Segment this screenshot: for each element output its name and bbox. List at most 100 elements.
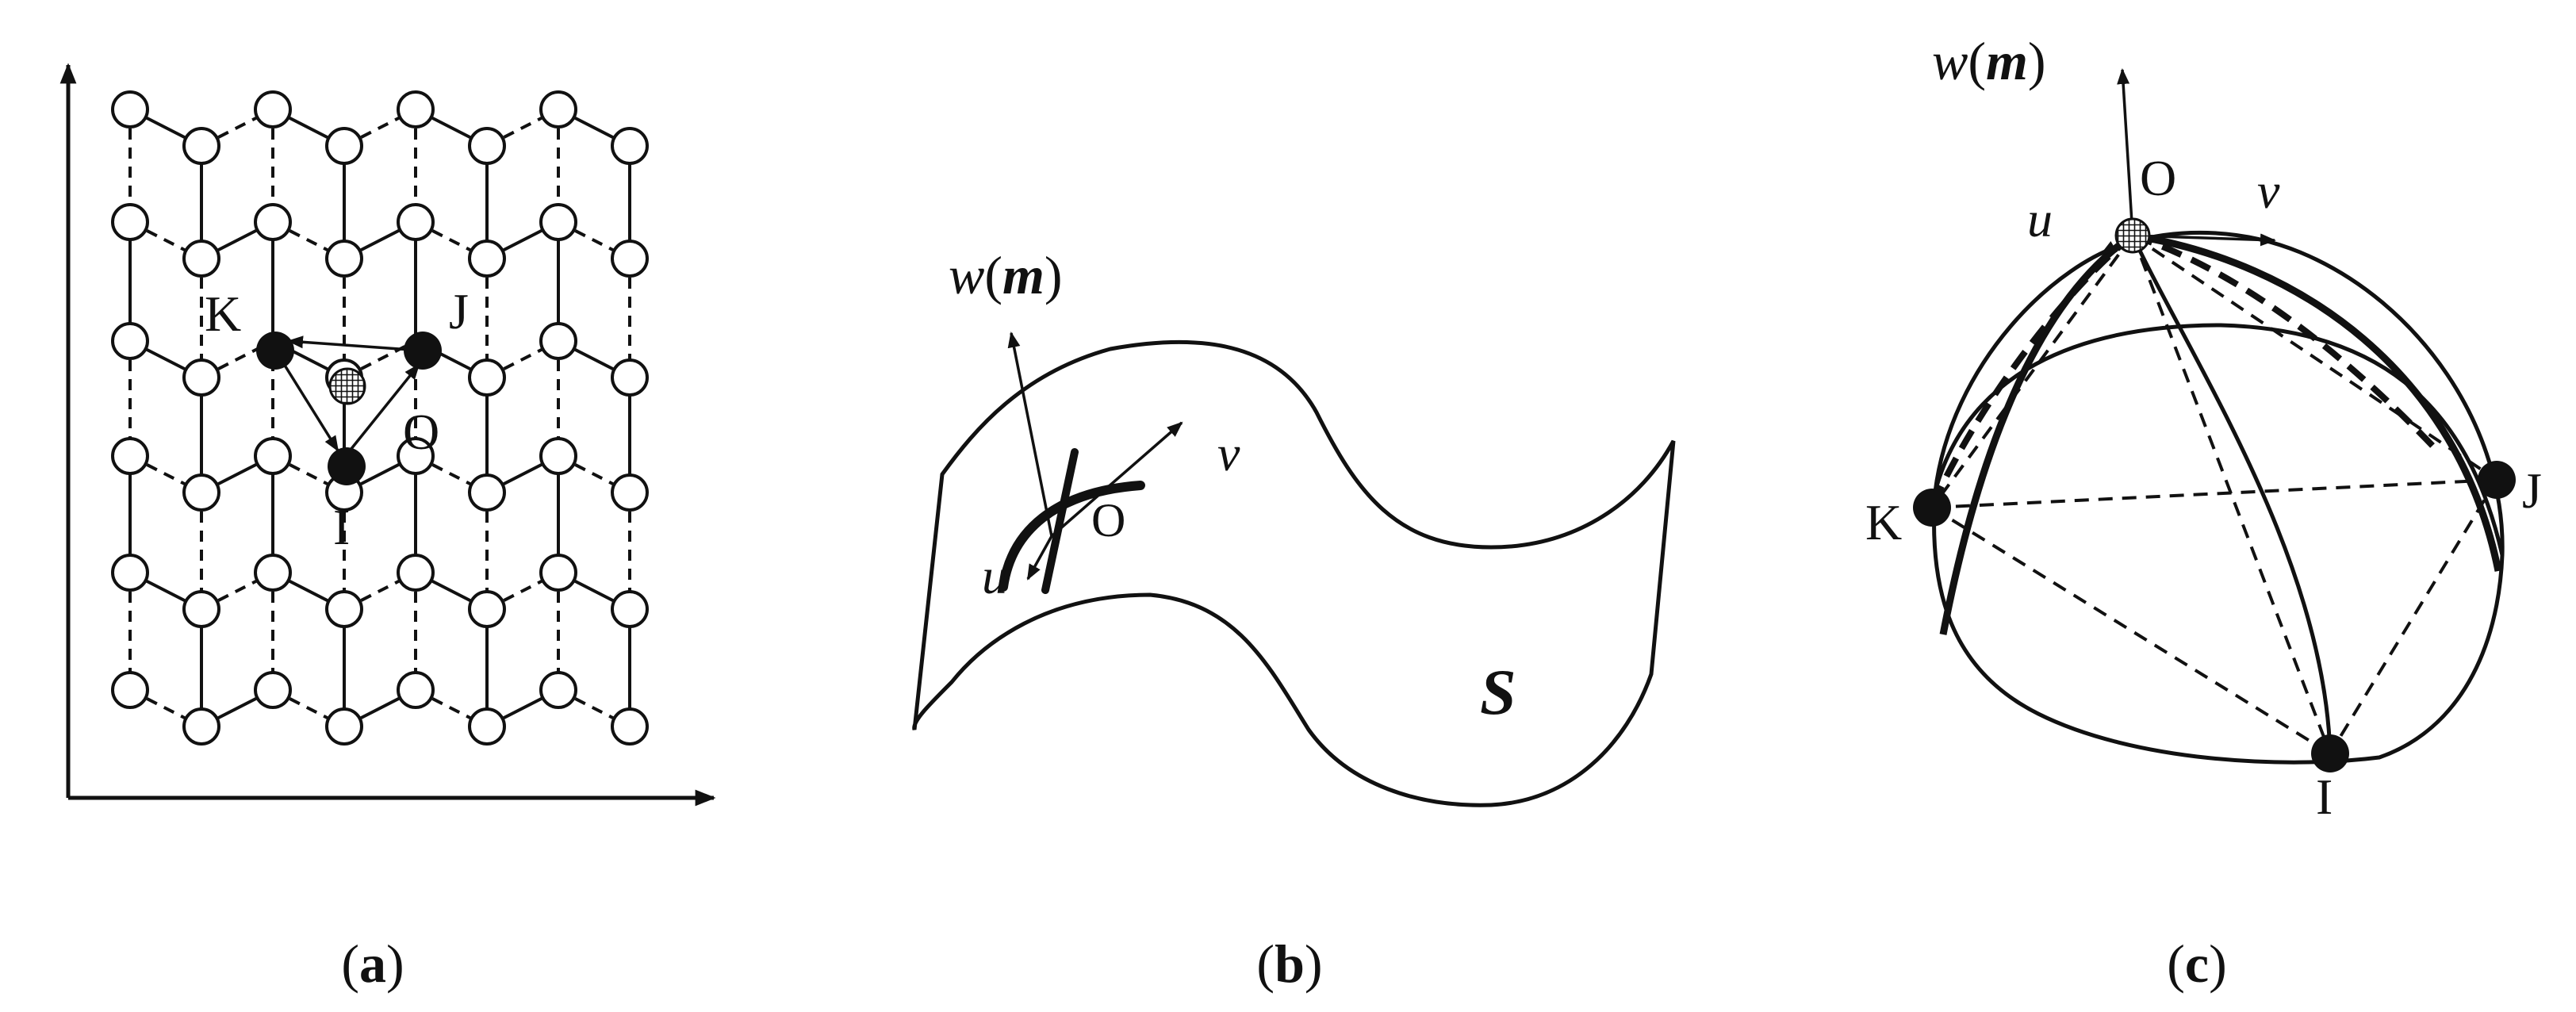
sphere-outline xyxy=(1932,230,2505,765)
lattice-atom xyxy=(254,437,292,475)
lattice-atom xyxy=(611,127,649,165)
lattice-atom xyxy=(111,671,149,709)
u-curve xyxy=(999,481,1145,592)
arc-o-to-k-dashed-bold xyxy=(1932,232,2135,501)
point-j-c-dot xyxy=(2478,461,2516,499)
lattice-atom xyxy=(182,590,220,628)
lattice-atom xyxy=(325,590,363,628)
label-surface-s: S xyxy=(1480,656,1516,728)
caption-b: (b) xyxy=(1256,933,1322,994)
lattice-bonds xyxy=(128,108,631,728)
point-k-dot xyxy=(256,332,294,370)
lattice-atom xyxy=(468,358,506,397)
chord-o-i xyxy=(2131,235,2332,754)
lattice-atom xyxy=(611,590,649,628)
lattice-atom xyxy=(325,707,363,746)
lattice-atom xyxy=(611,358,649,397)
arc-o-to-j-bold xyxy=(2132,232,2502,572)
lattice-atom xyxy=(468,127,506,165)
lattice-atom xyxy=(468,473,506,512)
arc-o-to-j-dashed-bold xyxy=(2131,232,2437,450)
label-o: O xyxy=(403,404,439,460)
point-k-c-dot xyxy=(1913,489,1951,527)
lattice-atom xyxy=(468,590,506,628)
panel-b: w(m) v u O S (b) xyxy=(912,245,1676,994)
lattice-atom xyxy=(254,90,292,128)
lattice-atom xyxy=(111,203,149,241)
lattice-atom xyxy=(397,203,435,241)
label-u-c: u xyxy=(2027,191,2053,247)
lattice-atom xyxy=(325,240,363,278)
vector-k-to-i xyxy=(274,351,339,452)
label-o-b: O xyxy=(1091,494,1125,546)
chord-o-k xyxy=(1930,234,2134,509)
point-i-c-dot xyxy=(2311,734,2349,772)
lattice-atom xyxy=(111,90,149,128)
caption-a: (a) xyxy=(341,933,404,994)
point-o-hatched xyxy=(328,367,366,405)
label-u-b: u xyxy=(982,548,1007,604)
caption-c: (c) xyxy=(2167,933,2227,994)
lattice-bond xyxy=(343,339,416,379)
triangle-kji xyxy=(256,332,442,485)
lattice-atom xyxy=(611,240,649,278)
label-i-c: I xyxy=(2316,769,2333,825)
lattice-atom xyxy=(325,127,363,165)
lattice-atom xyxy=(182,707,220,746)
lattice-atom xyxy=(539,554,577,592)
lattice-atom xyxy=(468,707,506,746)
label-k: K xyxy=(205,286,241,342)
lattice-atom xyxy=(254,554,292,592)
lattice-atom xyxy=(468,240,506,278)
vector-j-to-k xyxy=(287,335,423,352)
label-w-m-c: w(m) xyxy=(1932,31,2046,91)
lattice-atom xyxy=(397,671,435,709)
lattice-atom xyxy=(397,437,435,475)
lattice-atom xyxy=(397,554,435,592)
surface-s-outline xyxy=(912,339,1676,807)
point-o-c-hatched xyxy=(2114,217,2151,254)
lattice-atom xyxy=(182,240,220,278)
lattice-atom xyxy=(111,437,149,475)
panel-a: K J O I (a) xyxy=(59,63,716,994)
lattice-atom xyxy=(111,322,149,360)
point-j-dot xyxy=(404,332,442,370)
lattice-atom xyxy=(539,671,577,709)
lattice-atoms xyxy=(111,90,649,746)
chord-k-j xyxy=(1931,478,2497,509)
lattice-atom xyxy=(254,203,292,241)
label-v-b: v xyxy=(1217,425,1240,481)
lattice-atom xyxy=(611,707,649,746)
tangent-v-arrow xyxy=(1050,421,1183,538)
panel-a-axes xyxy=(59,63,716,807)
lattice-atom xyxy=(539,90,577,128)
arc-o-to-i xyxy=(2130,234,2333,754)
lattice-atom xyxy=(397,90,435,128)
lattice-atom xyxy=(182,358,220,397)
v-curve xyxy=(1041,448,1079,594)
lattice-atom xyxy=(254,671,292,709)
normal-w-arrow xyxy=(1007,332,1053,537)
label-j: J xyxy=(449,283,469,339)
panel-c: w(m) O u v K J I (c) xyxy=(1865,31,2542,994)
label-w-m-b: w(m) xyxy=(949,245,1063,305)
dashed-chords xyxy=(1930,234,2498,755)
lattice-atom xyxy=(111,554,149,592)
label-o-c: O xyxy=(2140,150,2176,206)
lattice-atom xyxy=(539,437,577,475)
chord-k-i xyxy=(1930,506,2332,755)
label-v-c: v xyxy=(2257,163,2280,219)
lattice-atom xyxy=(539,322,577,360)
back-arc xyxy=(1933,323,2505,556)
tangent-v-arrow-c xyxy=(2132,233,2276,247)
vector-i-to-j xyxy=(346,363,420,455)
label-k-c: K xyxy=(1865,494,1902,550)
lattice-atom xyxy=(182,473,220,512)
lattice-atom xyxy=(539,203,577,241)
point-i-dot xyxy=(328,447,366,485)
tangent-u-arrow xyxy=(1026,535,1053,581)
chord-j-i xyxy=(2329,478,2498,755)
chord-o-j xyxy=(2131,234,2498,481)
normal-w-arrow-c xyxy=(2117,68,2134,236)
